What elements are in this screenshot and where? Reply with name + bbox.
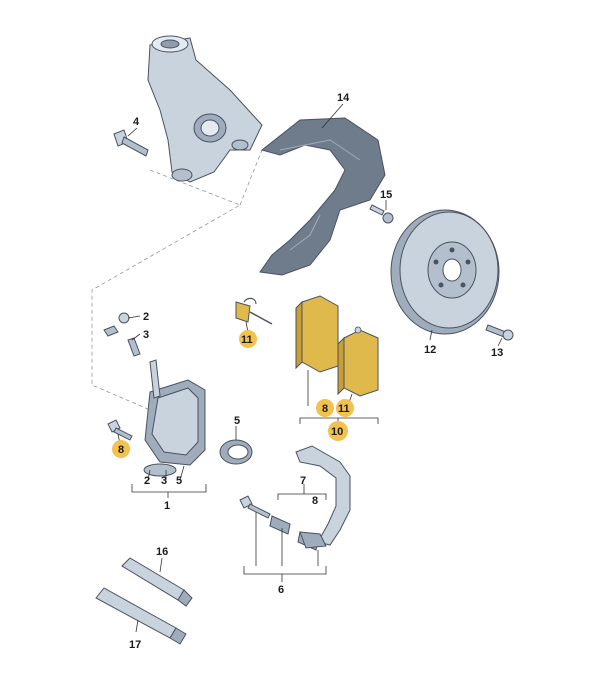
brake-disc (390, 209, 500, 335)
splash-shield (259, 117, 386, 276)
highlight-11b (336, 399, 354, 417)
callout-8-bolt: 8 (118, 444, 124, 456)
callout-3-lower: 3 (161, 475, 167, 487)
callout-11-pad: 11 (338, 403, 350, 415)
callout-4: 4 (133, 116, 140, 128)
grease-tube-16 (121, 557, 193, 607)
highlight-10 (328, 421, 348, 441)
callout-5-lower: 5 (176, 475, 182, 487)
callout-2-lower: 2 (144, 475, 150, 487)
bolt-8 (107, 419, 133, 441)
callout-1: 1 (164, 500, 170, 512)
callout-5-kit: 5 (234, 415, 240, 427)
steering-knuckle (147, 35, 263, 183)
callout-16: 16 (156, 546, 168, 558)
assembly-guide-lines (91, 149, 263, 411)
callout-8-carrier: 8 (312, 495, 318, 507)
highlight-11a (239, 330, 257, 348)
bolt-4 (113, 129, 149, 157)
callout-3-upper: 3 (143, 329, 149, 341)
callout-labels: 14 4 15 12 13 2 3 11 8 5 8 11 10 2 3 5 1… (118, 92, 503, 651)
callout-8-pad: 8 (322, 403, 328, 415)
bolt-13 (485, 324, 514, 341)
highlight-8b (316, 399, 334, 417)
wear-sensor (235, 297, 273, 325)
callout-2-upper: 2 (143, 311, 149, 323)
bolt-15 (369, 204, 394, 224)
callout-11-sensor: 11 (241, 334, 253, 346)
callout-17: 17 (129, 639, 141, 651)
grease-tube-17 (95, 587, 187, 645)
brake-caliper (143, 359, 206, 477)
callout-14: 14 (337, 92, 350, 104)
caliper-carrier-bracket (295, 445, 351, 549)
callout-7: 7 (300, 475, 306, 487)
caliper-bleed-parts (103, 312, 141, 357)
highlight-8a (112, 440, 130, 458)
callout-12: 12 (424, 344, 436, 356)
callout-10: 10 (331, 426, 343, 438)
callout-15: 15 (380, 189, 392, 201)
callout-13: 13 (491, 347, 503, 359)
highlight-bubbles (112, 330, 354, 458)
brake-pads (295, 295, 379, 397)
callout-6: 6 (278, 584, 284, 596)
piston-seal-kit (219, 439, 253, 465)
leader-lines (117, 103, 503, 633)
